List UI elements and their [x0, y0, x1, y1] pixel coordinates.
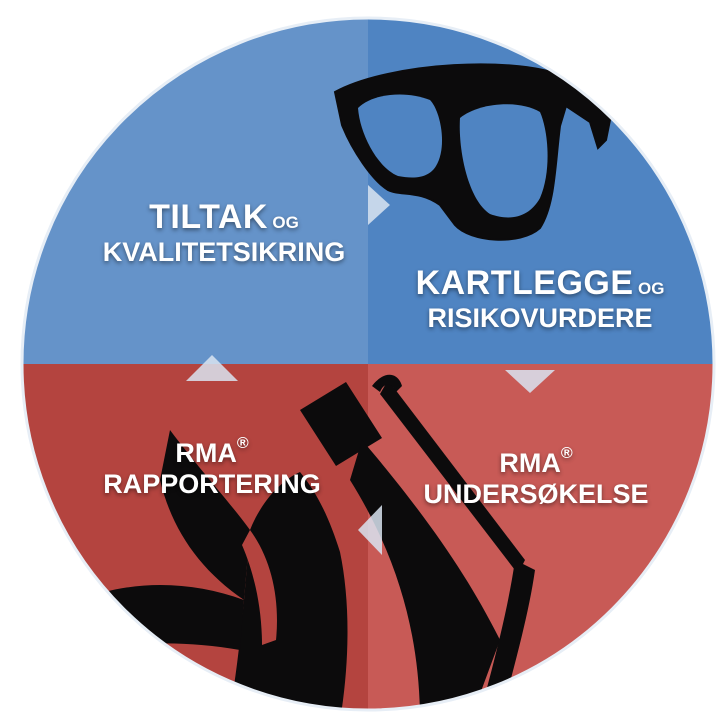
- quadrant-label-bottom-left: RMA® RAPPORTERING: [72, 435, 352, 500]
- quadrant-top-left: [22, 18, 368, 364]
- rapportering-subtitle: RAPPORTERING: [103, 469, 321, 500]
- kartlegge-subtitle: RISIKOVURDERE: [427, 303, 653, 334]
- quadrant-label-top-left: TILTAK OG KVALITETSIKRING: [84, 198, 364, 268]
- arrow-left-icon: [358, 505, 382, 555]
- kartlegge-title: KARTLEGGE: [415, 264, 634, 302]
- tiltak-title: TILTAK: [149, 198, 268, 236]
- quadrant-label-top-right: KARTLEGGE OG RISIKOVURDERE: [390, 264, 690, 334]
- eyeglasses-icon: [333, 63, 696, 241]
- kartlegge-og: OG: [637, 279, 665, 298]
- tiltak-og: OG: [272, 213, 299, 232]
- clipboard-binder-clip-icon: [22, 374, 535, 710]
- quadrant-label-bottom-right: RMA® UNDERSØKELSE: [386, 445, 686, 510]
- registered-mark: ®: [236, 435, 249, 452]
- arrow-down-icon: [505, 370, 555, 393]
- arrow-up-icon: [186, 355, 238, 381]
- tiltak-subtitle: KVALITETSIKRING: [102, 237, 346, 268]
- arrow-right-icon: [368, 185, 390, 225]
- undersokelse-subtitle: UNDERSØKELSE: [423, 479, 649, 510]
- registered-mark: ®: [560, 445, 573, 462]
- undersokelse-title: RMA: [499, 448, 561, 478]
- rapportering-title: RMA: [175, 438, 237, 468]
